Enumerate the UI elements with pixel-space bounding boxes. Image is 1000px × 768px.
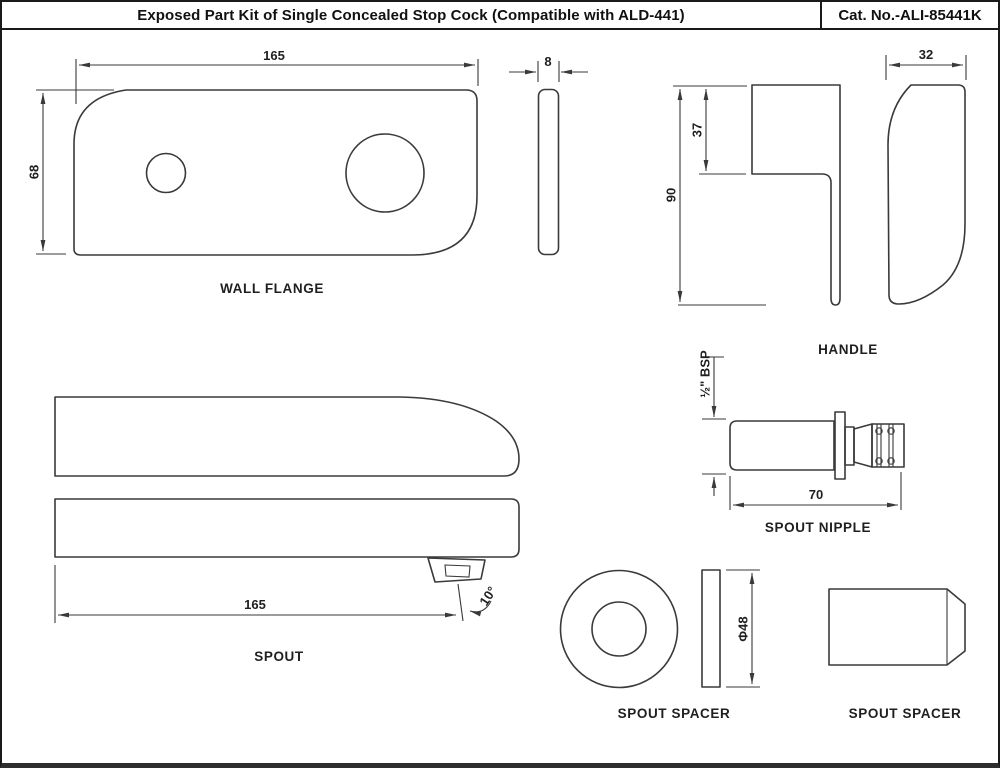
handle-side-view: 32 HANDLE xyxy=(818,47,967,357)
handle-side-outline xyxy=(887,84,966,305)
spout-nipple-view: ½" BSP 70 SPOUT NIPPLE xyxy=(698,350,905,535)
spout-top-view xyxy=(54,396,520,477)
nipple-taper xyxy=(853,423,873,468)
spacer-side-outline xyxy=(701,569,721,688)
dim-nipple-thread: ½" BSP xyxy=(698,350,713,398)
dim-wall-flange-thickness: 8 xyxy=(544,54,551,69)
nipple-body xyxy=(729,420,835,471)
wall-flange-outline xyxy=(73,89,478,256)
spout-side-outline xyxy=(54,498,520,558)
dim-wall-flange-width: 165 xyxy=(263,48,285,63)
dim-handle-hub-height: 37 xyxy=(690,123,705,137)
catalog-number: Cat. No.-ALI-85441K xyxy=(820,2,998,28)
title-bar: Exposed Part Kit of Single Concealed Sto… xyxy=(2,2,998,30)
extension-line xyxy=(457,583,464,622)
dim-nipple-length: 70 xyxy=(809,487,823,502)
dim-spout-angle: 10° xyxy=(476,584,499,609)
wall-flange-label: WALL FLANGE xyxy=(220,281,324,296)
spout-side-view: 165 10° SPOUT xyxy=(54,498,520,664)
handle-front-view: 90 37 xyxy=(664,84,841,306)
spout-spacer-round-view: Φ48 SPOUT SPACER xyxy=(559,569,760,721)
wall-flange-side-outline xyxy=(537,88,560,256)
thread-detail xyxy=(887,427,895,435)
spout-outlet-aerator xyxy=(444,564,471,578)
dim-wall-flange-height: 68 xyxy=(27,165,42,179)
dim-spacer-diameter: Φ48 xyxy=(736,616,751,641)
dim-spout-length: 165 xyxy=(244,597,266,612)
spout-nipple-label: SPOUT NIPPLE xyxy=(765,520,871,535)
thread-detail xyxy=(887,457,895,465)
angle-leader-arrow xyxy=(469,600,492,617)
nipple-thread xyxy=(871,423,905,468)
spout-spacer-profile-label: SPOUT SPACER xyxy=(849,706,962,721)
spacer-profile-outline xyxy=(828,588,966,666)
wall-flange-large-hole xyxy=(345,133,425,213)
spout-spacer-profile-view: SPOUT SPACER xyxy=(828,588,966,721)
spout-label: SPOUT xyxy=(254,649,304,664)
drawing-title: Exposed Part Kit of Single Concealed Sto… xyxy=(137,6,685,24)
wall-flange-front-view: 165 68 WALL FLANGE xyxy=(27,48,479,296)
spout-top-outline xyxy=(54,396,520,477)
spacer-inner-circle xyxy=(591,601,647,657)
spout-spacer-round-label: SPOUT SPACER xyxy=(618,706,731,721)
nipple-flange xyxy=(834,411,846,480)
dim-handle-depth: 32 xyxy=(919,47,933,62)
wall-flange-small-hole xyxy=(145,152,187,194)
spacer-outer-circle xyxy=(559,569,679,689)
dim-handle-height: 90 xyxy=(664,188,679,202)
spout-outlet xyxy=(427,557,486,583)
wall-flange-side-view: 8 xyxy=(509,54,588,256)
thread-detail xyxy=(875,427,883,435)
nipple-neck xyxy=(844,426,855,466)
handle-label: HANDLE xyxy=(818,342,878,357)
thread-detail xyxy=(875,457,883,465)
handle-front-outline xyxy=(751,84,841,306)
